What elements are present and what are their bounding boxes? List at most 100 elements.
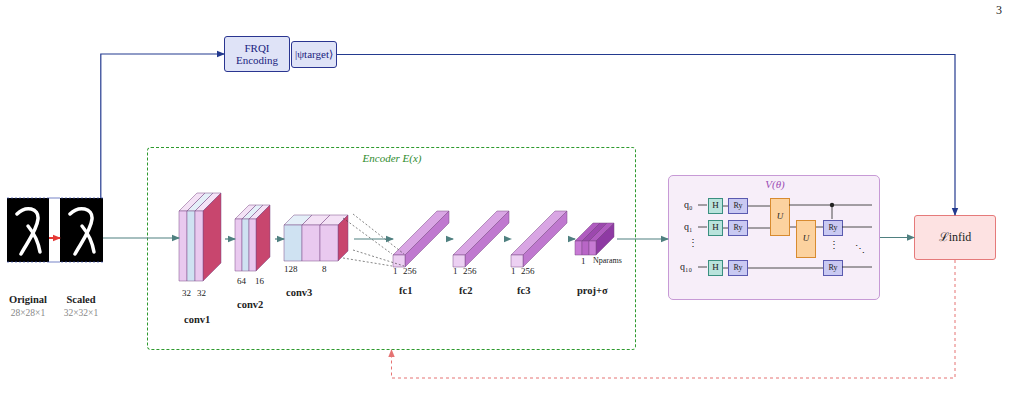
node-text: Encoder E(x) [363,152,422,164]
fan-line [343,218,392,254]
node-text: fc2 [459,285,472,297]
block-face [302,225,320,261]
conv-block: 1288conv3 [284,215,354,263]
block-face [320,225,338,261]
block-face [393,255,405,267]
node-text: H [712,223,719,233]
node-text: 256 [403,267,417,277]
block-face [284,225,302,261]
node-text: Original [9,294,47,306]
node-text: 128 [284,265,298,275]
page-number: 3 [996,4,1002,17]
node-text: Scaled [66,294,95,306]
node-text: fc1 [399,285,412,297]
hadamard-gate: H [708,260,723,276]
node-text: 32 [197,289,206,299]
node-text: U [803,234,810,244]
connector [617,238,668,239]
connector [569,238,575,239]
node-text: Ry [828,224,837,233]
node-text: 1 [393,267,398,277]
connector [451,238,453,239]
block-shape [511,211,569,267]
rotation-gate: Ry [728,198,748,214]
qubit-label: q₀ [684,199,693,210]
node-text: Ry [733,224,742,233]
encoder-region: Encoder E(x)3232conv16416conv21288conv31… [147,147,636,350]
block-face [203,193,221,281]
fan-line [353,214,404,254]
block-face [405,211,449,267]
block-face [511,255,523,267]
node-text: 1 [453,267,458,277]
node-text: 32 [182,289,191,299]
entangling-gate: U [770,198,790,236]
hadamard-gate: H [708,198,723,214]
ellipsis: ⋱ [855,243,865,254]
node-text: 32×32×1 [64,308,98,318]
connector [880,237,914,238]
node-text: 28×28×1 [11,308,45,318]
node-text: 16 [255,277,264,287]
node-text: fc3 [517,285,530,297]
block-shape [575,223,617,255]
scaled-image: Scaled32×32×1 [60,198,103,262]
node-text: Ry [828,264,837,273]
connector [103,237,179,238]
block-face [249,219,256,271]
block-shape [393,211,451,267]
block-face [179,211,187,281]
input-image: Original28×28×1 [7,198,49,262]
block-face [453,255,465,267]
fan-lines [343,214,404,266]
rotation-gate: Ry [823,220,843,236]
block-face [235,219,242,271]
ellipsis: ⋮ [688,237,698,248]
connector [101,54,224,198]
block-face [195,211,203,281]
fan-line [343,258,392,266]
node-text: 1 [511,267,516,277]
node-text: conv1 [184,314,210,326]
block-face [523,211,567,267]
circuit-region: V(θ)HRyHRyHRyUURyRy [668,175,880,300]
hadamard-gate: H [708,220,723,236]
qubit-label: q₁₀ [680,261,692,272]
node-text: H [712,263,719,273]
block-face [575,241,582,255]
node-text: conv2 [237,299,263,311]
block-face [596,223,614,255]
connector [49,237,60,239]
block-face [582,241,589,255]
block-face [256,205,270,271]
rotation-gate: Ry [823,260,843,276]
qubit-label: q₁ [684,221,693,232]
loss-box: ℒinfid [914,215,996,260]
node-text: ℒinfid [939,231,972,244]
node-text: 1 [581,257,586,267]
node-text: Nparams [593,257,622,266]
conv-block: 6416conv2 [235,205,275,273]
block-face [589,241,596,255]
block-face [242,219,249,271]
block-face [338,215,348,261]
block-shape [235,205,275,273]
block-face [465,211,509,267]
node-text: Ry [733,202,742,211]
rotation-gate: Ry [728,260,748,276]
connector [354,238,393,239]
node-text: conv3 [286,287,312,299]
dense-layer: 1256fc1 [393,211,451,267]
block-shape [284,215,354,263]
node-text: U [777,212,784,222]
node-text: 64 [237,277,246,287]
dense-layer: 1256fc2 [453,211,511,267]
dense-layer: 1256fc3 [511,211,569,267]
projection-layer: 1Nparamsproj+σ [575,223,617,255]
node-text: H [712,201,719,211]
block-shape [179,193,225,285]
node-text: 256 [521,267,535,277]
connector [225,238,235,239]
node-text: Ry [733,264,742,273]
